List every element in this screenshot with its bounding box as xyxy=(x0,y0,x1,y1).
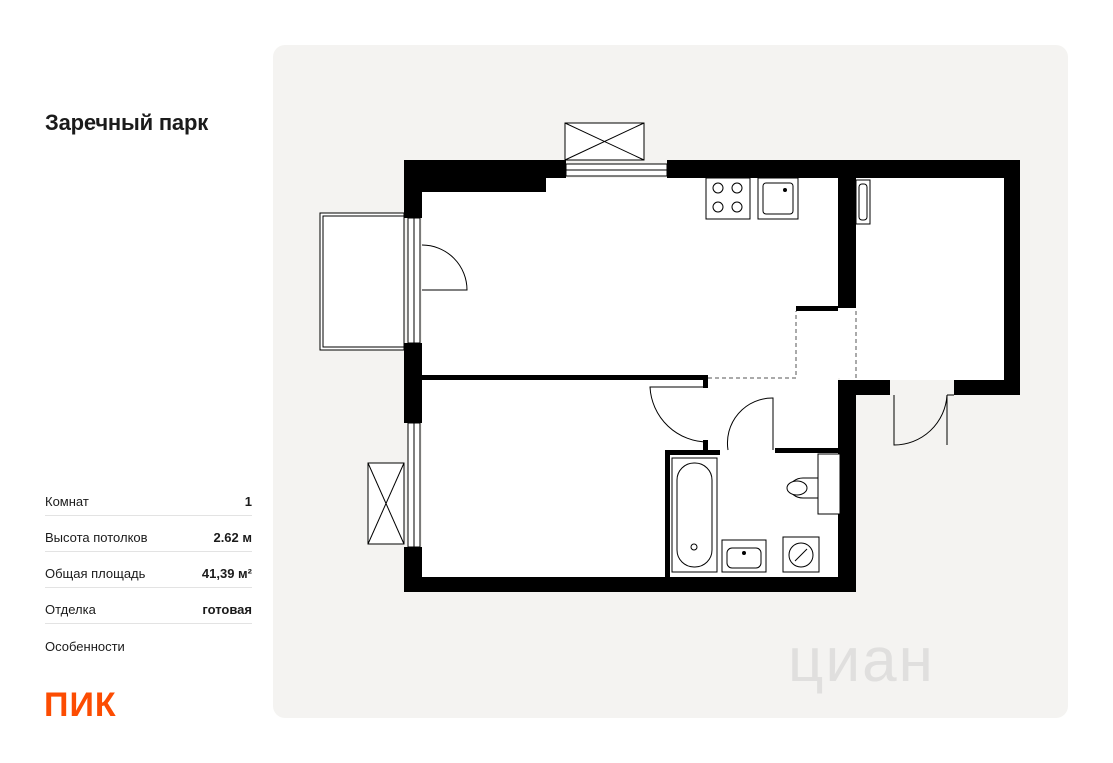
spec-row-rooms: Комнат 1 xyxy=(45,480,252,516)
spec-value: 41,39 м² xyxy=(201,566,252,581)
balcony-floor xyxy=(320,213,404,350)
balcony xyxy=(319,212,405,351)
wall-bathroom-right xyxy=(838,380,856,592)
wall-top-left-thick xyxy=(422,178,546,192)
bedroom-floor xyxy=(422,380,668,578)
partitions xyxy=(422,375,840,578)
partition-bedroom-bathroom xyxy=(665,450,670,578)
wall-top-right xyxy=(667,160,1020,178)
spec-value: готовая xyxy=(202,602,252,617)
spec-label: Высота потолков xyxy=(45,530,148,545)
spec-value: 2.62 м xyxy=(213,530,252,545)
spec-row-total-area: Общая площадь 41,39 м² xyxy=(45,552,252,588)
corridor-floor xyxy=(668,378,838,453)
floor-plan-panel: циан xyxy=(273,45,1068,718)
cian-watermark: циан xyxy=(788,626,935,695)
door-bathroom-swing xyxy=(726,397,774,451)
door-balcony-swing xyxy=(421,244,468,291)
stove xyxy=(705,177,751,220)
floor-plan-drawing xyxy=(319,122,1020,592)
wardrobe-shelf xyxy=(855,179,871,225)
spec-label: Особенности xyxy=(45,639,125,654)
toilet-tank xyxy=(817,453,841,515)
partition-bathroom-top-right xyxy=(775,448,840,453)
wall-wardrobe-left xyxy=(850,178,856,228)
wall-corridor-stub xyxy=(796,306,838,311)
pik-logo: ПИК xyxy=(44,686,117,724)
wardrobe-floor xyxy=(856,178,1006,380)
spec-label: Комнат xyxy=(45,494,89,509)
spec-row-finishing: Отделка готовая xyxy=(45,588,252,624)
wall-left-upper xyxy=(404,160,422,218)
ac-units xyxy=(367,122,645,545)
windows xyxy=(407,163,668,548)
partition-door-jamb xyxy=(703,378,708,388)
zone-dashed-line xyxy=(708,311,857,380)
wall-left-middle xyxy=(404,343,422,423)
wall-top-left xyxy=(404,160,566,178)
partition-door-jamb xyxy=(703,440,708,450)
wall-wardrobe-bottom-right xyxy=(954,380,1020,395)
wall-wardrobe-right xyxy=(1004,160,1020,395)
corridor-floor xyxy=(840,308,856,380)
partition-bathroom-top-left xyxy=(665,450,720,455)
spec-value: 1 xyxy=(244,494,252,509)
wall-bottom xyxy=(404,577,856,592)
bathroom-fixtures xyxy=(671,453,841,573)
spec-label: Отделка xyxy=(45,602,96,617)
spec-row-features: Особенности xyxy=(45,624,252,660)
kitchen-fixtures xyxy=(705,177,799,220)
door-bedroom-swing xyxy=(649,386,709,443)
specs-table: Комнат 1 Высота потолков 2.62 м Общая пл… xyxy=(45,480,252,660)
door-wardrobe-swing xyxy=(893,394,954,446)
project-title: Заречный парк xyxy=(45,110,209,135)
spec-label: Общая площадь xyxy=(45,566,146,581)
spec-row-ceiling-height: Высота потолков 2.62 м xyxy=(45,516,252,552)
partition-living-bedroom xyxy=(422,375,708,380)
door-swings xyxy=(421,244,954,451)
walls xyxy=(404,160,1020,592)
wall-wardrobe-bottom-left xyxy=(856,380,890,395)
